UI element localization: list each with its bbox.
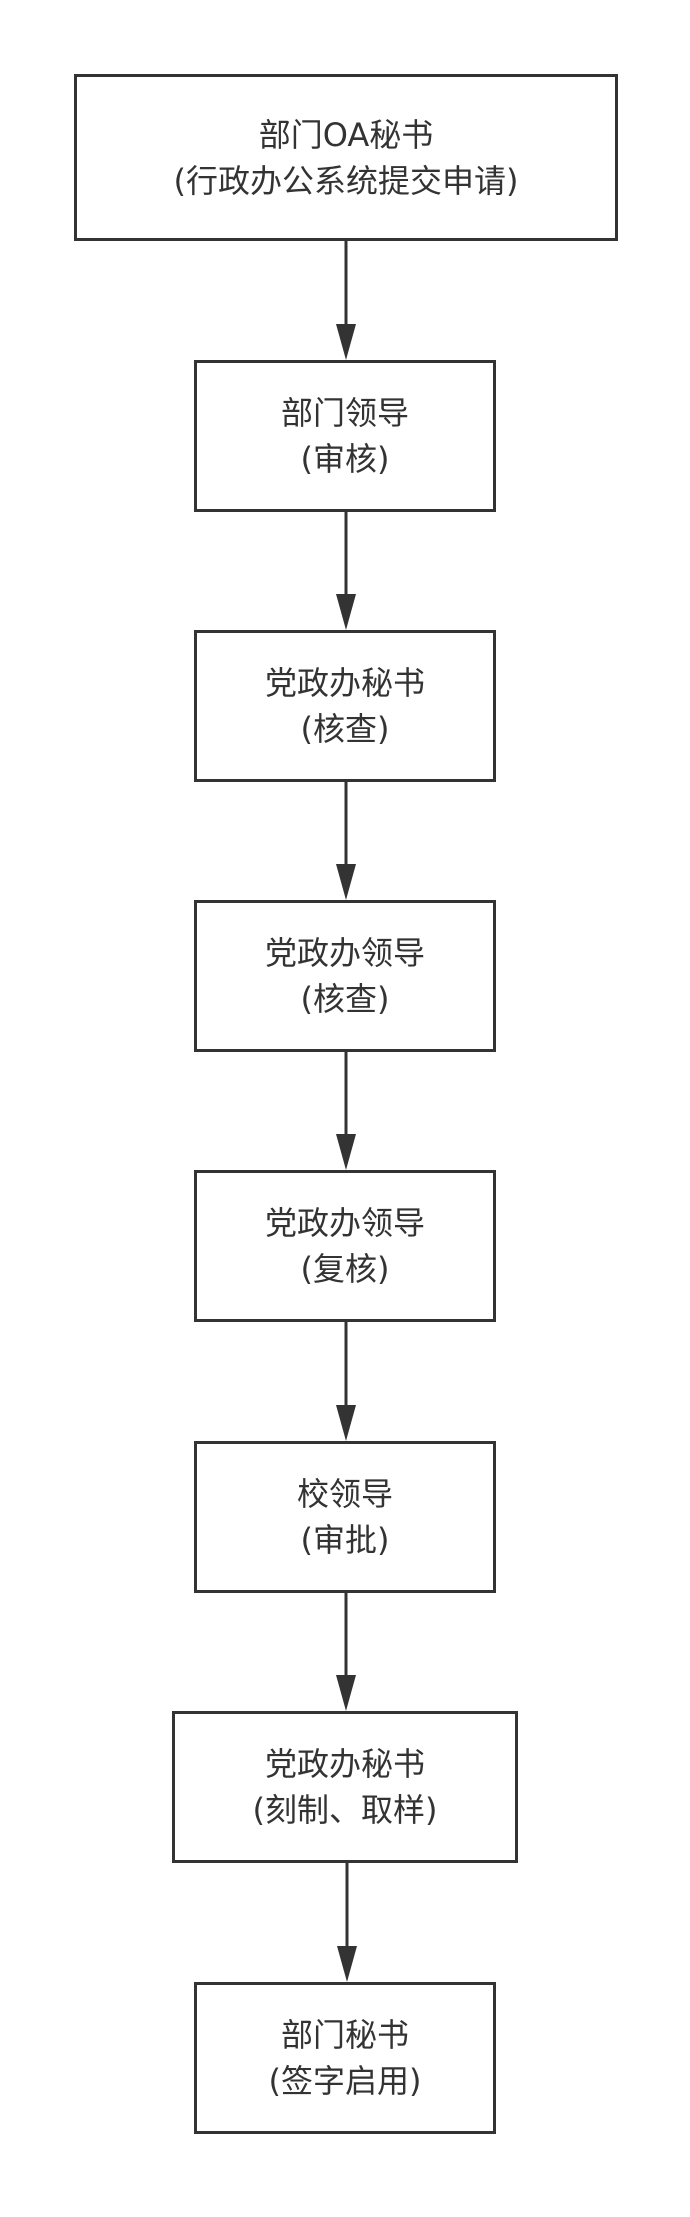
flow-node-oa-secretary: 部门OA秘书 (行政办公系统提交申请): [74, 74, 618, 241]
flow-node-school-leader: 校领导 (审批): [194, 1441, 496, 1593]
flow-node-office-secretary-engrave: 党政办秘书 (刻制、取样): [172, 1711, 518, 1863]
node-title: 校领导: [296, 1475, 393, 1513]
node-title: 部门秘书: [280, 2016, 409, 2054]
node-title: 党政办秘书: [264, 664, 425, 702]
node-subtitle: (签字启用): [268, 2062, 422, 2100]
arrow-head-icon: [337, 1946, 357, 1982]
node-subtitle: (复核): [300, 1250, 390, 1288]
node-subtitle: (审批): [300, 1521, 390, 1559]
node-subtitle: (刻制、取样): [252, 1791, 438, 1829]
arrow-head-icon: [336, 864, 356, 900]
flow-node-dept-secretary: 部门秘书 (签字启用): [194, 1982, 496, 2134]
flow-node-office-secretary-check: 党政办秘书 (核查): [194, 630, 496, 782]
arrow-head-icon: [336, 324, 356, 360]
flow-node-office-leader-check: 党政办领导 (核查): [194, 900, 496, 1052]
node-title: 党政办领导: [264, 934, 425, 972]
arrow-head-icon: [336, 1675, 356, 1711]
node-title: 部门OA秘书: [258, 115, 434, 154]
node-title: 部门领导: [280, 394, 409, 432]
arrow-head-icon: [336, 594, 356, 630]
node-title: 党政办领导: [264, 1204, 425, 1242]
node-subtitle: (核查): [300, 980, 390, 1018]
flow-node-office-leader-review: 党政办领导 (复核): [194, 1170, 496, 1322]
flow-node-dept-leader: 部门领导 (审核): [194, 360, 496, 512]
node-title: 党政办秘书: [264, 1745, 425, 1783]
arrow-head-icon: [336, 1405, 356, 1441]
node-subtitle: (核查): [300, 710, 390, 748]
arrow-head-icon: [336, 1134, 356, 1170]
node-subtitle: (行政办公系统提交申请): [173, 161, 519, 200]
node-subtitle: (审核): [300, 440, 390, 478]
